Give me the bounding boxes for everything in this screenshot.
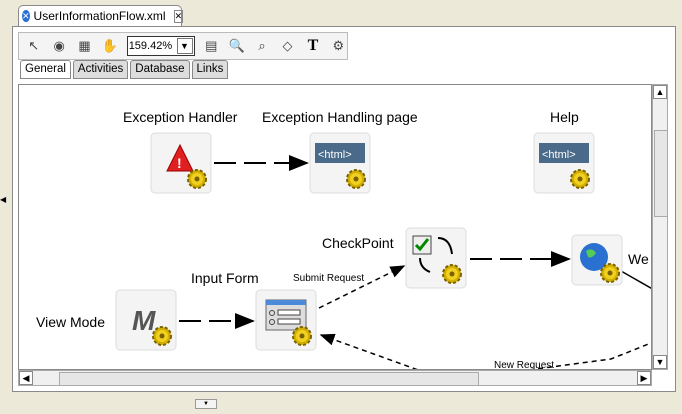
vertical-scrollbar[interactable]: ▲ ▼ (652, 84, 668, 370)
horizontal-scroll-thumb[interactable] (59, 372, 479, 386)
toolbar: ↖ ◉ ▦ ✋ 159.42%▼ ▤ 🔍 ⌕ ◇ T ⚙ (18, 32, 348, 60)
text-icon[interactable]: T (307, 37, 319, 54)
node-input-form[interactable] (255, 289, 317, 351)
zoom-dropdown[interactable]: 159.42%▼ (126, 36, 195, 56)
editor-tab[interactable]: ✕ UserInformationFlow.xml ✕ (18, 5, 184, 26)
eye-icon[interactable]: ◉ (53, 38, 65, 53)
zoom-value: 159.42% (128, 40, 173, 52)
zoom-region-icon[interactable]: ⌕ (258, 38, 266, 53)
tab-links[interactable]: Links (191, 60, 229, 79)
flow-canvas[interactable]: Submit Request New Request ! Exception H… (18, 84, 652, 370)
node-label: We (628, 251, 649, 267)
edge-label-new: New Request (494, 360, 554, 370)
html-badge: <html> (318, 149, 352, 161)
node-exception-handler[interactable]: ! (150, 132, 212, 194)
grid-icon[interactable]: ▦ (78, 38, 91, 53)
tab-title: UserInformationFlow.xml (33, 9, 166, 23)
node-label: Help (550, 109, 579, 125)
scroll-up-icon[interactable]: ▲ (653, 85, 667, 99)
tab-activities[interactable]: Activities (72, 60, 129, 79)
select-icon[interactable]: ↖ (28, 38, 40, 53)
hand-icon[interactable]: ✋ (101, 38, 119, 53)
fit-page-icon[interactable]: ▤ (205, 38, 218, 53)
node-label: Exception Handling page (262, 109, 418, 125)
svg-text:M: M (132, 305, 156, 336)
flow-icon: ✕ (22, 10, 30, 22)
scroll-right-icon[interactable]: ▶ (637, 371, 651, 385)
collapse-left-handle[interactable]: ◀ (0, 195, 7, 204)
close-icon[interactable]: ✕ (173, 9, 184, 23)
edge-web-out[interactable] (620, 270, 652, 291)
edge-submit[interactable] (318, 265, 406, 309)
tab-general[interactable]: General (20, 60, 71, 79)
overview-icon[interactable]: ◇ (282, 38, 293, 53)
node-label: Input Form (191, 270, 259, 286)
node-web[interactable] (571, 234, 623, 286)
html-badge: <html> (542, 149, 576, 161)
subtabs: General Activities Database Links (20, 60, 229, 79)
node-label: View Mode (36, 314, 105, 330)
tab-database[interactable]: Database (130, 60, 190, 79)
node-checkpoint[interactable] (405, 227, 467, 289)
collapse-bottom-handle[interactable]: ▼ (195, 399, 217, 409)
horizontal-scrollbar[interactable]: ◀ ▶ (18, 370, 652, 386)
node-help[interactable]: <html> (533, 132, 595, 194)
node-view-mode[interactable]: M (115, 289, 177, 351)
zoom-in-icon[interactable]: 🔍 (228, 38, 245, 53)
node-exception-page[interactable]: <html> (309, 132, 371, 194)
node-label: CheckPoint (322, 235, 394, 251)
vertical-scroll-thumb[interactable] (654, 130, 668, 217)
svg-text:!: ! (177, 155, 182, 171)
scroll-down-icon[interactable]: ▼ (653, 355, 667, 369)
node-label: Exception Handler (123, 109, 238, 125)
edge-new-request[interactable] (319, 333, 652, 370)
layout-icon[interactable]: ⚙ (332, 38, 345, 53)
scroll-left-icon[interactable]: ◀ (19, 371, 33, 385)
edge-label-submit: Submit Request (293, 273, 364, 284)
chevron-down-icon[interactable]: ▼ (176, 38, 193, 54)
